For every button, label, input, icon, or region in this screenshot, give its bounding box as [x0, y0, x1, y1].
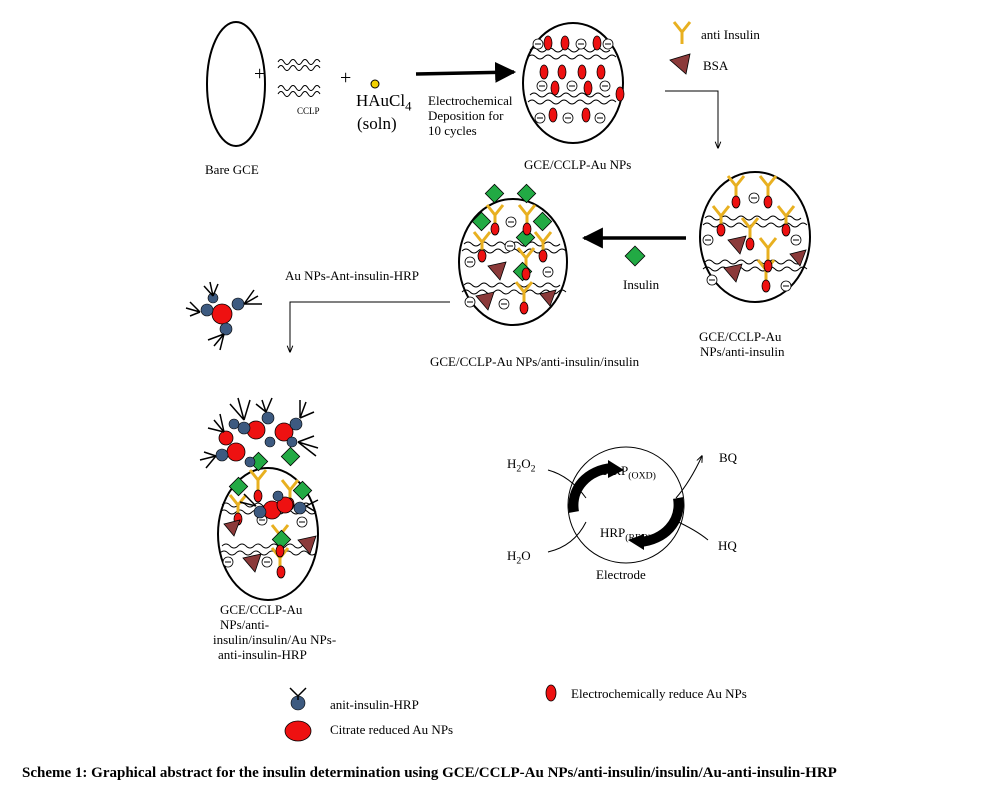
h2o2-sub1: 2 [516, 463, 522, 475]
electrochem-label-1: Electrochemical [428, 93, 513, 108]
h2o2-o: O [521, 456, 531, 471]
final-label-1: GCE/CCLP-Au [220, 602, 303, 617]
bare-gce-ellipse [206, 21, 266, 147]
plus-sign: + [340, 67, 351, 89]
h2o-o: O [521, 548, 531, 563]
electrochem-label-3: 10 cycles [428, 123, 477, 138]
hauc-main: HAuCl [356, 91, 406, 110]
legend-electro-icon [545, 684, 557, 702]
legend-electro-label: Electrochemically reduce Au NPs [571, 686, 747, 701]
h2o2-h: H [507, 456, 517, 471]
hauc-label: HAuCl4 [356, 91, 412, 116]
final-label-2: NPs/anti- [220, 617, 270, 632]
final-electrode [199, 397, 319, 601]
electrode-cycle [547, 446, 709, 564]
hauc-sub: 4 [405, 99, 412, 114]
insulin-label: Insulin [623, 277, 660, 292]
gce-cclp-au-electrode [522, 22, 625, 144]
bsa-label: BSA [703, 58, 729, 73]
elbow-arrow-1 [665, 90, 718, 148]
electrode-label: Electrode [596, 567, 646, 582]
legend-hrp-label: anit-insulin-HRP [330, 697, 419, 712]
gce-anti-label-1: GCE/CCLP-Au [699, 329, 782, 344]
h2o-sub: 2 [516, 555, 522, 567]
au-hrp-conjugate-icon [185, 281, 262, 351]
h2o2-label: H2O2 [507, 456, 536, 477]
insulin-diamond [624, 245, 646, 267]
hrp-red-label: HRP(RED) [600, 525, 651, 546]
hrp-oxd-main: HRP [603, 463, 629, 478]
figure-caption: Scheme 1: Graphical abstract for the ins… [22, 765, 837, 781]
hauc-dot [370, 79, 380, 89]
ccl-label: CCLP [297, 106, 320, 116]
elbow-arrow-2 [290, 301, 450, 352]
bare-gce-label: Bare GCE [205, 162, 259, 177]
legend-hrp-icon [289, 687, 307, 711]
hrp-red-main: HRP [600, 525, 626, 540]
legend-citrate-label: Citrate reduced Au NPs [330, 722, 454, 737]
electrochem-label-2: Deposition for [428, 108, 504, 123]
gce-insulin-electrode [458, 183, 568, 326]
anti-insulin-icon [672, 21, 692, 44]
au-hrp-label: Au NPs-Ant-insulin-HRP [285, 268, 419, 283]
plus-sign: + [254, 63, 265, 85]
deposition-arrow [415, 61, 517, 83]
anti-insulin-label: anti Insulin [701, 27, 760, 42]
bq-label: BQ [719, 450, 738, 465]
hrp-red-sub: (RED) [625, 532, 652, 544]
hrp-oxd-label: HRP(OXD) [603, 463, 656, 484]
bsa-icon [669, 53, 691, 75]
gce-insulin-label: GCE/CCLP-Au NPs/anti-insulin/insulin [430, 354, 640, 369]
hq-label: HQ [718, 538, 737, 553]
h2o-h: H [507, 548, 517, 563]
hrp-oxd-sub: (OXD) [628, 470, 656, 482]
h2o-label: H2O [507, 548, 531, 569]
final-label-3: insulin/insulin/Au NPs- [213, 632, 337, 647]
soln-label: (soln) [357, 114, 397, 133]
legend-citrate-icon [284, 720, 312, 742]
gce-anti-label-2: NPs/anti-insulin [700, 344, 785, 359]
gce-ccl-au-label: GCE/CCLP-Au NPs [524, 157, 632, 172]
gce-anti-insulin-electrode [699, 171, 811, 303]
h2o2-sub2: 2 [530, 463, 536, 475]
cclp-polymer-icon [277, 59, 321, 97]
final-label-4: anti-insulin-HRP [218, 647, 307, 662]
